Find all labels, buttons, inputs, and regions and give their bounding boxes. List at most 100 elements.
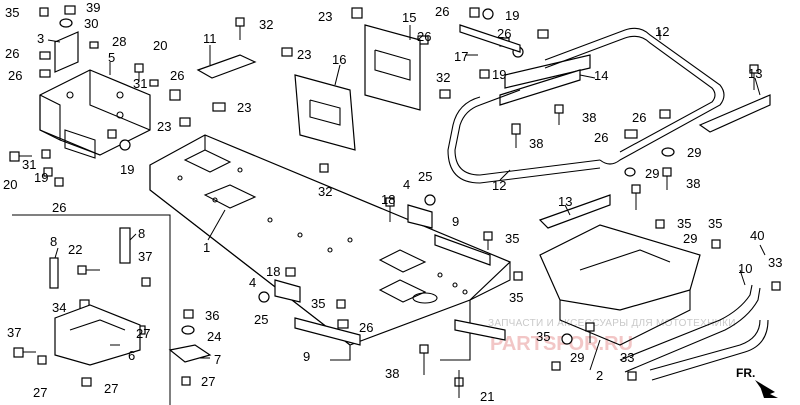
callout-29: 29 [645,166,659,181]
callout-23: 23 [237,100,251,115]
callout-13: 13 [748,66,762,81]
callout-38: 38 [385,366,399,381]
callout-29: 29 [683,231,697,246]
callout-31: 31 [133,76,147,91]
callout-10: 10 [738,261,752,276]
callout-33: 33 [768,255,782,270]
bumper-10 [619,284,769,381]
callout-26: 26 [52,200,66,215]
front-direction-indicator: FR. [736,366,778,398]
leader-lines [47,25,766,371]
callout-38: 38 [529,136,543,151]
callout-38: 38 [686,176,700,191]
bar-12 [447,27,725,184]
callout-23: 23 [318,9,332,24]
callout-26: 26 [5,46,19,61]
watermark-text: ЗАПЧАСТИ И АКСЕССУАРЫ ДЛЯ МОТОТЕХНИКИ [488,318,736,329]
callout-15: 15 [402,10,416,25]
callout-40: 40 [750,228,764,243]
callout-34: 34 [52,300,66,315]
callout-36: 36 [205,308,219,323]
callout-35: 35 [311,296,325,311]
callout-8: 8 [138,226,145,241]
callout-9: 9 [303,349,310,364]
callout-22: 22 [68,242,82,257]
bracket-9a [434,234,491,266]
callout-37: 37 [138,249,152,264]
callout-12: 12 [655,24,669,39]
bracket-13 [538,94,771,229]
callout-20: 20 [3,177,17,192]
main-frame [149,134,512,361]
callout-33: 33 [620,350,634,365]
callout-5: 5 [108,50,115,65]
callout-28: 28 [112,34,126,49]
callout-35: 35 [536,329,550,344]
callout-7: 7 [214,352,221,367]
callout-20: 20 [153,38,167,53]
bracket-9c [454,319,506,341]
callout-27: 27 [33,385,47,400]
callout-26: 26 [417,29,431,44]
callout-18: 18 [266,264,280,279]
callout-25: 25 [418,169,432,184]
callout-18: 18 [381,192,395,207]
callout-27: 27 [104,381,118,396]
callout-32: 32 [259,17,273,32]
plate-11 [196,54,257,79]
callout-14: 14 [594,68,608,83]
callout-24: 24 [207,329,221,344]
inset-parts [49,227,212,366]
callout-26: 26 [594,130,608,145]
rails [459,24,591,106]
callout-19: 19 [492,67,506,82]
skid-plate [539,224,701,346]
callout-26: 26 [8,68,22,83]
callout-23: 23 [297,47,311,62]
callout-3: 3 [37,31,44,46]
callout-16: 16 [332,52,346,67]
callout-19: 19 [34,170,48,185]
bracket-4b [274,279,301,303]
callout-1: 1 [203,240,210,255]
front-bracket [39,31,151,159]
callout-31: 31 [22,157,36,172]
callout-27: 27 [136,326,150,341]
side-panels [294,24,421,151]
bracket-4a [407,204,433,229]
callout-27: 27 [201,374,215,389]
callout-23: 23 [157,119,171,134]
front-direction-label: FR. [736,366,755,380]
callout-labels: 1 2 3 4 4 5 6 7 8 8 9 9 10 11 12 12 13 1… [3,0,782,404]
callout-35: 35 [509,290,523,305]
callout-35: 35 [677,216,691,231]
callout-4: 4 [249,275,256,290]
callout-19: 19 [505,8,519,23]
callout-9: 9 [452,214,459,229]
callout-38: 38 [582,110,596,125]
fasteners [9,5,781,398]
callout-39: 39 [86,0,100,15]
callout-26: 26 [170,68,184,83]
callout-37: 37 [7,325,21,340]
callout-26: 26 [497,26,511,41]
callout-12: 12 [492,178,506,193]
callout-26: 26 [359,320,373,335]
callout-32: 32 [318,184,332,199]
watermark-brand: PARTSFOR.RU [490,333,633,355]
callout-25: 25 [254,312,268,327]
callout-17: 17 [454,49,468,64]
callout-21: 21 [480,389,494,404]
callout-29: 29 [687,145,701,160]
callout-35: 35 [5,5,19,20]
callout-30: 30 [84,16,98,31]
callout-32: 32 [436,70,450,85]
callout-6: 6 [128,348,135,363]
callout-35: 35 [708,216,722,231]
callout-26: 26 [435,4,449,19]
bracket-9b [294,317,361,346]
callout-35: 35 [505,231,519,246]
inset-frame [12,214,171,405]
callout-29: 29 [570,350,584,365]
